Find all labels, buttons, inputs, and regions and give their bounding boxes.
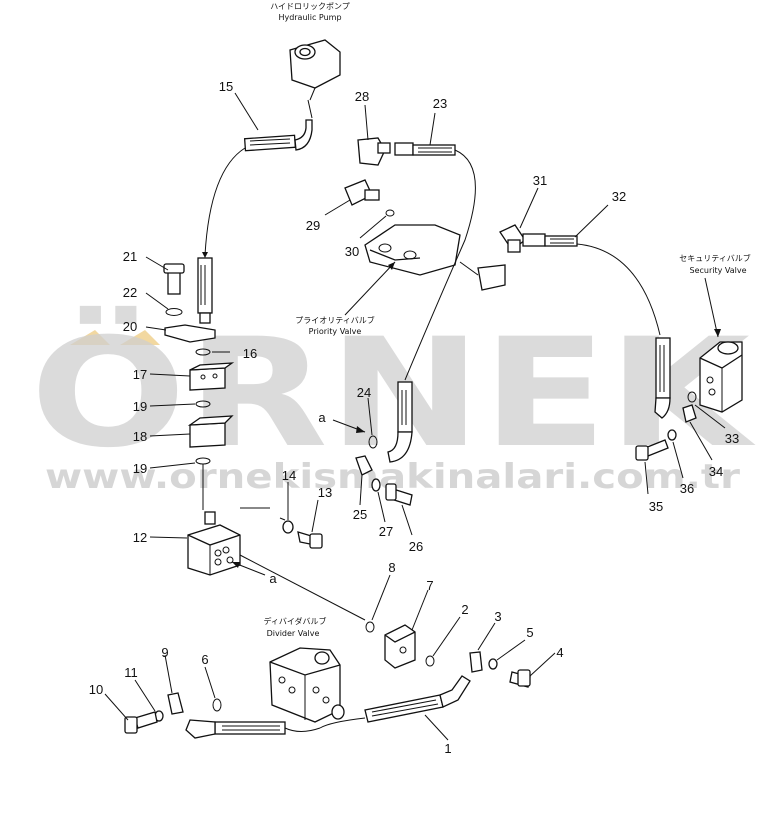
hose-15: [202, 92, 313, 258]
callout-16: 16: [243, 346, 257, 361]
priority-valve: プライオリティバルブ Priority Valve: [295, 224, 506, 336]
callout-leaders: [145, 256, 319, 576]
callout-35: 35: [649, 499, 663, 514]
fittings-28-29-30: [324, 104, 395, 239]
clamp-25-bolt-26-27: [355, 455, 413, 536]
callout-3: 3: [494, 609, 501, 624]
bolt-35-washer-36: [635, 429, 684, 495]
callout-10: 10: [89, 682, 103, 697]
callout-a-upper: a: [318, 410, 326, 425]
callout-12: 12: [133, 530, 147, 545]
callout-15: 15: [219, 79, 233, 94]
callout-31: 31: [533, 173, 547, 188]
security-valve-caption-jp: セキュリティバルブ: [679, 253, 751, 263]
callout-18: 18: [133, 429, 147, 444]
hose-1: [185, 675, 471, 741]
callout-1: 1: [444, 741, 451, 756]
security-valve-caption-en: Security Valve: [689, 266, 746, 275]
callout-19b: 19: [133, 461, 147, 476]
divider-valve: ディバイダバルブ Divider Valve: [263, 616, 345, 723]
callout-7: 7: [426, 578, 433, 593]
hydraulic-pump-caption-en: Hydraulic Pump: [278, 13, 341, 22]
block-7-oring-8: [365, 574, 429, 669]
fitting-31-hose-32: [499, 187, 671, 419]
priority-valve-caption-jp: プライオリティバルブ: [295, 315, 375, 325]
valve-block-12: [187, 507, 366, 621]
callout-17: 17: [133, 367, 147, 382]
callout-a-lower: a: [269, 571, 277, 586]
callout-30: 30: [345, 244, 359, 259]
callout-2: 2: [461, 602, 468, 617]
callout-33: 33: [725, 431, 739, 446]
callout-19a: 19: [133, 399, 147, 414]
callout-36: 36: [680, 481, 694, 496]
watermark-accent-right: [120, 330, 160, 345]
callout-28: 28: [355, 89, 369, 104]
divider-valve-caption-jp: ディバイダバルブ: [263, 616, 326, 626]
divider-valve-caption-en: Divider Valve: [267, 629, 320, 638]
callout-29: 29: [306, 218, 320, 233]
callout-13: 13: [318, 485, 332, 500]
parts-2-3-4-5: [425, 616, 556, 688]
callout-27: 27: [379, 524, 393, 539]
watermark-accent-left: [70, 330, 110, 345]
hydraulic-pump: ハイドロリックポンプ Hydraulic Pump: [270, 2, 350, 119]
callout-34: 34: [709, 464, 723, 479]
callout-9: 9: [161, 645, 168, 660]
callout-11: 11: [124, 665, 138, 680]
callout-14: 14: [282, 468, 296, 483]
callout-5: 5: [526, 625, 533, 640]
callout-32: 32: [612, 189, 626, 204]
hose-24: [332, 381, 413, 463]
parts-6-9-10-11: [104, 654, 222, 734]
callout-23: 23: [433, 96, 447, 111]
callout-4: 4: [556, 645, 563, 660]
callout-6: 6: [201, 652, 208, 667]
callout-21: 21: [123, 249, 137, 264]
hose-23: [394, 112, 476, 381]
callout-8: 8: [388, 560, 395, 575]
hydraulic-pump-caption-jp: ハイドロリックポンプ: [270, 2, 350, 11]
callout-25: 25: [353, 507, 367, 522]
left-valve-stack: [163, 257, 235, 510]
callout-24: 24: [357, 385, 371, 400]
callout-numbers: 1 2 3 4 5 6 7 8 9 10 11 12 13 14 15 16 1…: [89, 79, 739, 756]
bolt-13-washer-14: [282, 520, 323, 549]
priority-valve-caption-en: Priority Valve: [309, 327, 362, 336]
callout-20: 20: [123, 319, 137, 334]
callout-22: 22: [123, 285, 137, 300]
security-valve: セキュリティバルブ Security Valve: [679, 253, 751, 461]
callout-26: 26: [409, 539, 423, 554]
